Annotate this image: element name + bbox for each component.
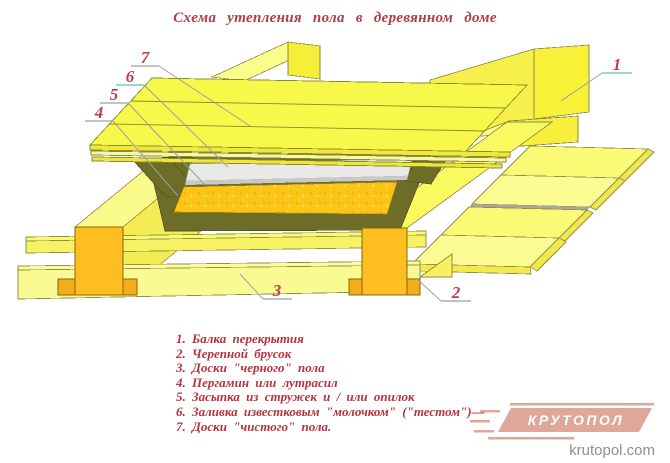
finish-floor-edge (90, 150, 507, 163)
callout-4: 4 (85, 103, 179, 197)
joist-cross-sections (57, 226, 453, 296)
subfloor-boards-right (411, 145, 655, 275)
legend-list: 1. Балка перекрытия 2. Черепной брусок 3. Д… (176, 331, 485, 435)
legend-item: 7. Доски "чистого" пола. (176, 418, 485, 435)
finish-floor-edge (89, 144, 511, 158)
callout-number-5: 5 (110, 85, 119, 104)
legend-item-number: 1. (176, 331, 186, 346)
logo-box (498, 408, 652, 432)
legend-item-text: Доски "черного" пола (192, 360, 325, 376)
shavings-fill (173, 181, 398, 215)
middle-joist-front-face (361, 227, 408, 296)
legend-item-text: Пергамин или лутрасил (192, 374, 338, 390)
finish-floor (88, 77, 529, 169)
diagram-title: Схема утепления пола в деревянном доме (173, 10, 497, 26)
logo-speedline (510, 403, 654, 406)
legend-item-text: Балка перекрытия (192, 331, 304, 346)
logo-brand-text: КРУТОПОЛ (528, 412, 625, 428)
logo-speedline (488, 437, 574, 440)
legend-item: 4. Пергамин или лутрасил (176, 374, 485, 391)
cranial-bar (348, 278, 363, 296)
legend-item: 1. Балка перекрытия (176, 331, 485, 347)
callout-3: 3 (239, 273, 292, 300)
logo-website-text: krutopol.com (569, 442, 655, 459)
cranial-bar (406, 278, 421, 296)
cranial-bar (122, 278, 138, 296)
krutopol-logo: КРУТОПОЛ krutopol.com (470, 403, 655, 459)
logo-speedline (480, 410, 500, 413)
legend-item-text: Черепной брусок (192, 345, 292, 361)
callout-number-2: 2 (451, 283, 461, 302)
legend-item-number: 3. (176, 360, 186, 376)
lime-milk-shadow (185, 176, 408, 185)
legend-item: 3. Доски "черного" пола (176, 360, 485, 376)
callout-number-3: 3 (272, 281, 282, 300)
finish-floor-edge (91, 156, 503, 169)
logo-speedline (470, 420, 490, 423)
callout-1: 1 (560, 55, 632, 102)
callout-2: 2 (415, 277, 471, 302)
legend-item-number: 6. (176, 403, 186, 419)
callout-7: 7 (131, 48, 251, 127)
callout-5: 5 (100, 85, 206, 186)
legend-item: 6. Заливка известковым "молочком" ("тесто… (176, 403, 485, 420)
legend-item-text: Засыпка из стружек и / или опилок (192, 389, 415, 405)
legend-item-number: 7. (176, 418, 186, 434)
legend-item-number: 5. (176, 389, 186, 405)
legend-item-number: 2. (176, 345, 186, 361)
cranial-bar (57, 278, 76, 296)
callout-number-7: 7 (141, 48, 151, 67)
logo-speedline (474, 430, 494, 433)
legend-item-number: 4. (176, 374, 186, 390)
legend-item: 2. Черепной брусок (176, 345, 485, 362)
board-behind-triangle (418, 253, 453, 278)
callout-number-6: 6 (126, 67, 135, 86)
callout-number-1: 1 (613, 55, 622, 74)
rear-joist (210, 41, 322, 82)
callout-6: 6 (116, 67, 229, 168)
insulation-cavity (133, 150, 450, 232)
left-joist-front-face (74, 226, 124, 296)
legend-item-text: Заливка известковым "молочком" ("тестом"… (192, 403, 485, 419)
legend-item: 5. Засыпка из стружек и / или опилок (176, 390, 485, 405)
callout-number-4: 4 (94, 103, 104, 122)
legend-item-text: Доски "чистого" пола. (192, 418, 332, 434)
